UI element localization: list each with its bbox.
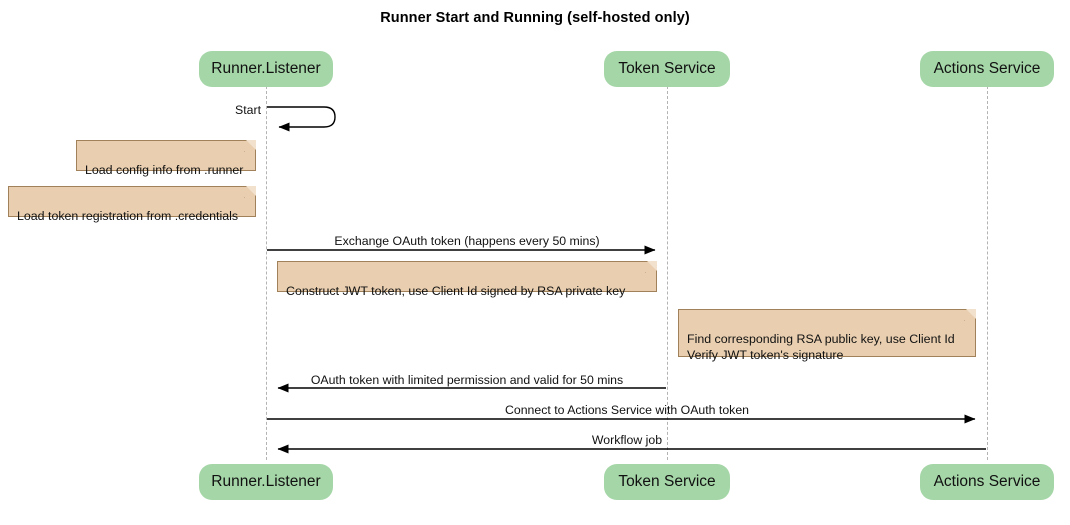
note-verify-jwt: Find corresponding RSA public key, use C…	[678, 309, 976, 362]
lifeline-token	[667, 86, 668, 460]
participant-label: Token Service	[618, 473, 716, 490]
note-fold-edge-icon	[244, 186, 256, 198]
note-fold-edge-icon	[244, 140, 256, 152]
note-fold-edge-icon	[964, 309, 976, 321]
participant-label: Actions Service	[933, 60, 1041, 77]
participant-runner-bottom[interactable]: Runner.Listener	[199, 464, 333, 500]
arrow-start-selfloop	[267, 106, 336, 132]
note-text: Construct JWT token, use Client Id signe…	[286, 284, 626, 298]
participant-label: Runner.Listener	[211, 473, 321, 490]
participant-token-top[interactable]: Token Service	[604, 51, 730, 87]
note-construct-jwt: Construct JWT token, use Client Id signe…	[277, 261, 657, 298]
participant-label: Runner.Listener	[211, 60, 321, 77]
label-connect-actions: Connect to Actions Service with OAuth to…	[504, 403, 750, 417]
participant-label: Actions Service	[933, 473, 1041, 490]
note-text: Load token registration from .credential…	[17, 209, 239, 223]
participant-actions-top[interactable]: Actions Service	[920, 51, 1054, 87]
note-fold-edge-icon	[645, 261, 657, 273]
participant-token-bottom[interactable]: Token Service	[604, 464, 730, 500]
note-load-token-registration: Load token registration from .credential…	[8, 186, 256, 223]
lifeline-runner	[266, 86, 267, 460]
label-start: Start	[235, 103, 261, 117]
label-workflow-job: Workflow job	[591, 433, 663, 447]
note-text: Find corresponding RSA public key, use C…	[687, 332, 955, 362]
participant-runner-top[interactable]: Runner.Listener	[199, 51, 333, 87]
note-load-config: Load config info from .runner	[76, 140, 256, 177]
note-text: Load config info from .runner	[85, 163, 244, 177]
lifeline-actions	[987, 86, 988, 460]
label-oauth-return: OAuth token with limited permission and …	[310, 373, 624, 387]
participant-actions-bottom[interactable]: Actions Service	[920, 464, 1054, 500]
participant-label: Token Service	[618, 60, 716, 77]
label-exchange-oauth: Exchange OAuth token (happens every 50 m…	[334, 234, 600, 248]
diagram-title: Runner Start and Running (self-hosted on…	[380, 10, 690, 26]
